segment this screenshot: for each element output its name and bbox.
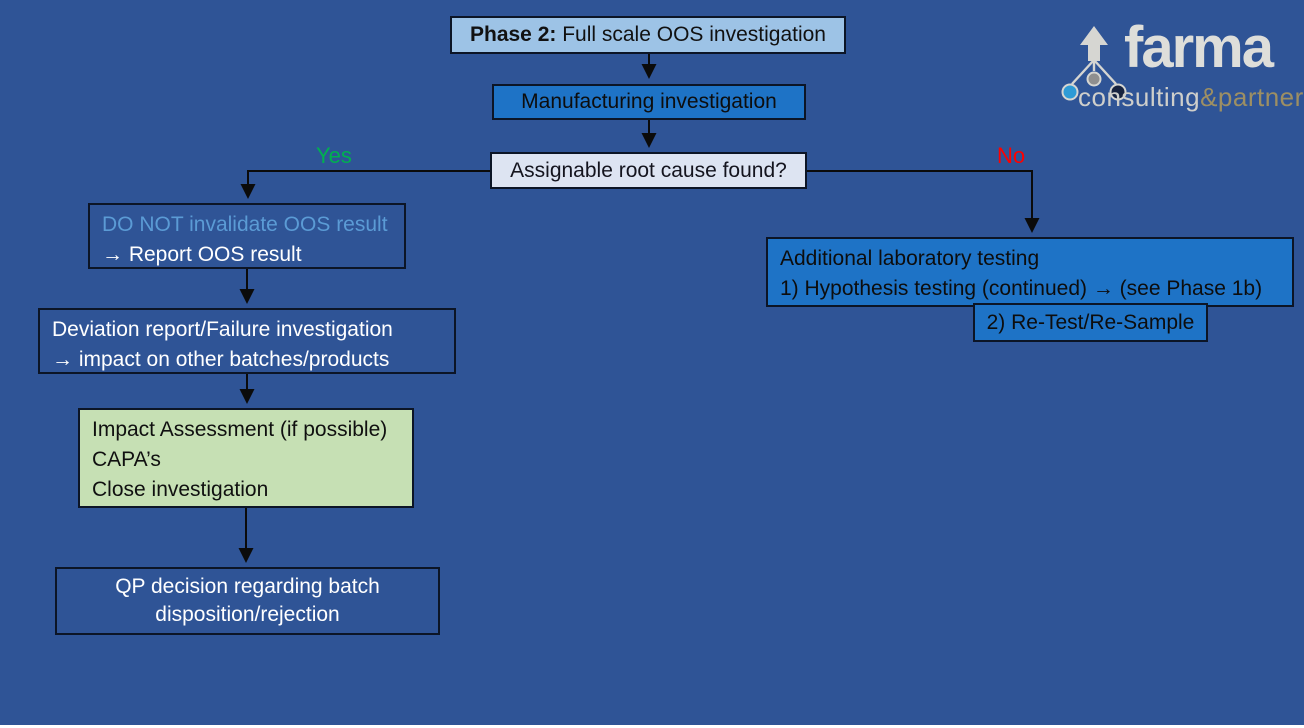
manufacturing-investigation-box: Manufacturing investigation — [492, 84, 806, 120]
tagline-ampersand: & — [1200, 82, 1218, 112]
do-not-invalidate-line1: DO NOT invalidate OOS result — [102, 213, 388, 236]
phase2-title-box: Phase 2: Full scale OOS investigation — [450, 16, 846, 54]
tagline-consulting: consulting — [1078, 82, 1201, 112]
deviation-report-line1: Deviation report/Failure investigation — [52, 318, 393, 341]
qp-decision-line1: QP decision regarding batch — [115, 574, 380, 598]
phase2-title-text: Phase 2: Full scale OOS investigation — [469, 23, 826, 47]
manufacturing-investigation-label: Manufacturing investigation — [521, 90, 777, 114]
qp-decision-line2: disposition/rejection — [155, 603, 340, 626]
additional-lab-testing-box: Additional laboratory testing 1) Hypothe… — [766, 237, 1294, 307]
deviation-report-box: Deviation report/Failure investigation →… — [38, 308, 456, 374]
impact-assessment-line1: Impact Assessment (if possible) — [92, 418, 388, 441]
impact-assessment-line3: Close investigation — [92, 477, 269, 501]
tagline-partners: partners — [1217, 82, 1304, 112]
do-not-invalidate-line2: → Report OOS result — [102, 242, 302, 266]
retest-resample-label: 2) Re-Test/Re-Sample — [986, 310, 1195, 334]
assignable-root-cause-label: Assignable root cause found? — [510, 158, 787, 182]
yes-branch-label: Yes — [316, 143, 352, 168]
connector-no-branch — [807, 170, 1040, 233]
impact-assessment-box: Impact Assessment (if possible) CAPA’s C… — [78, 408, 414, 508]
deviation-report-line2: → impact on other batches/products — [52, 347, 390, 371]
farma-logo-tagline: consulting&partners — [1078, 82, 1304, 113]
additional-lab-testing-line2: 1) Hypothesis testing (continued) → (see… — [780, 276, 1263, 300]
impact-assessment-line2: CAPA’s — [92, 447, 161, 471]
farma-logo-wordmark: farma — [1124, 15, 1274, 80]
additional-lab-testing-line1: Additional laboratory testing — [780, 247, 1040, 270]
no-branch-label: No — [997, 143, 1026, 168]
connector-yes-branch — [240, 170, 490, 199]
do-not-invalidate-box: DO NOT invalidate OOS result → Report OO… — [88, 203, 406, 269]
assignable-root-cause-box: Assignable root cause found? — [490, 152, 807, 189]
qp-decision-box: QP decision regarding batch disposition/… — [55, 567, 440, 635]
slide-bottom-strip — [0, 725, 1304, 728]
retest-resample-box: 2) Re-Test/Re-Sample — [973, 303, 1208, 342]
